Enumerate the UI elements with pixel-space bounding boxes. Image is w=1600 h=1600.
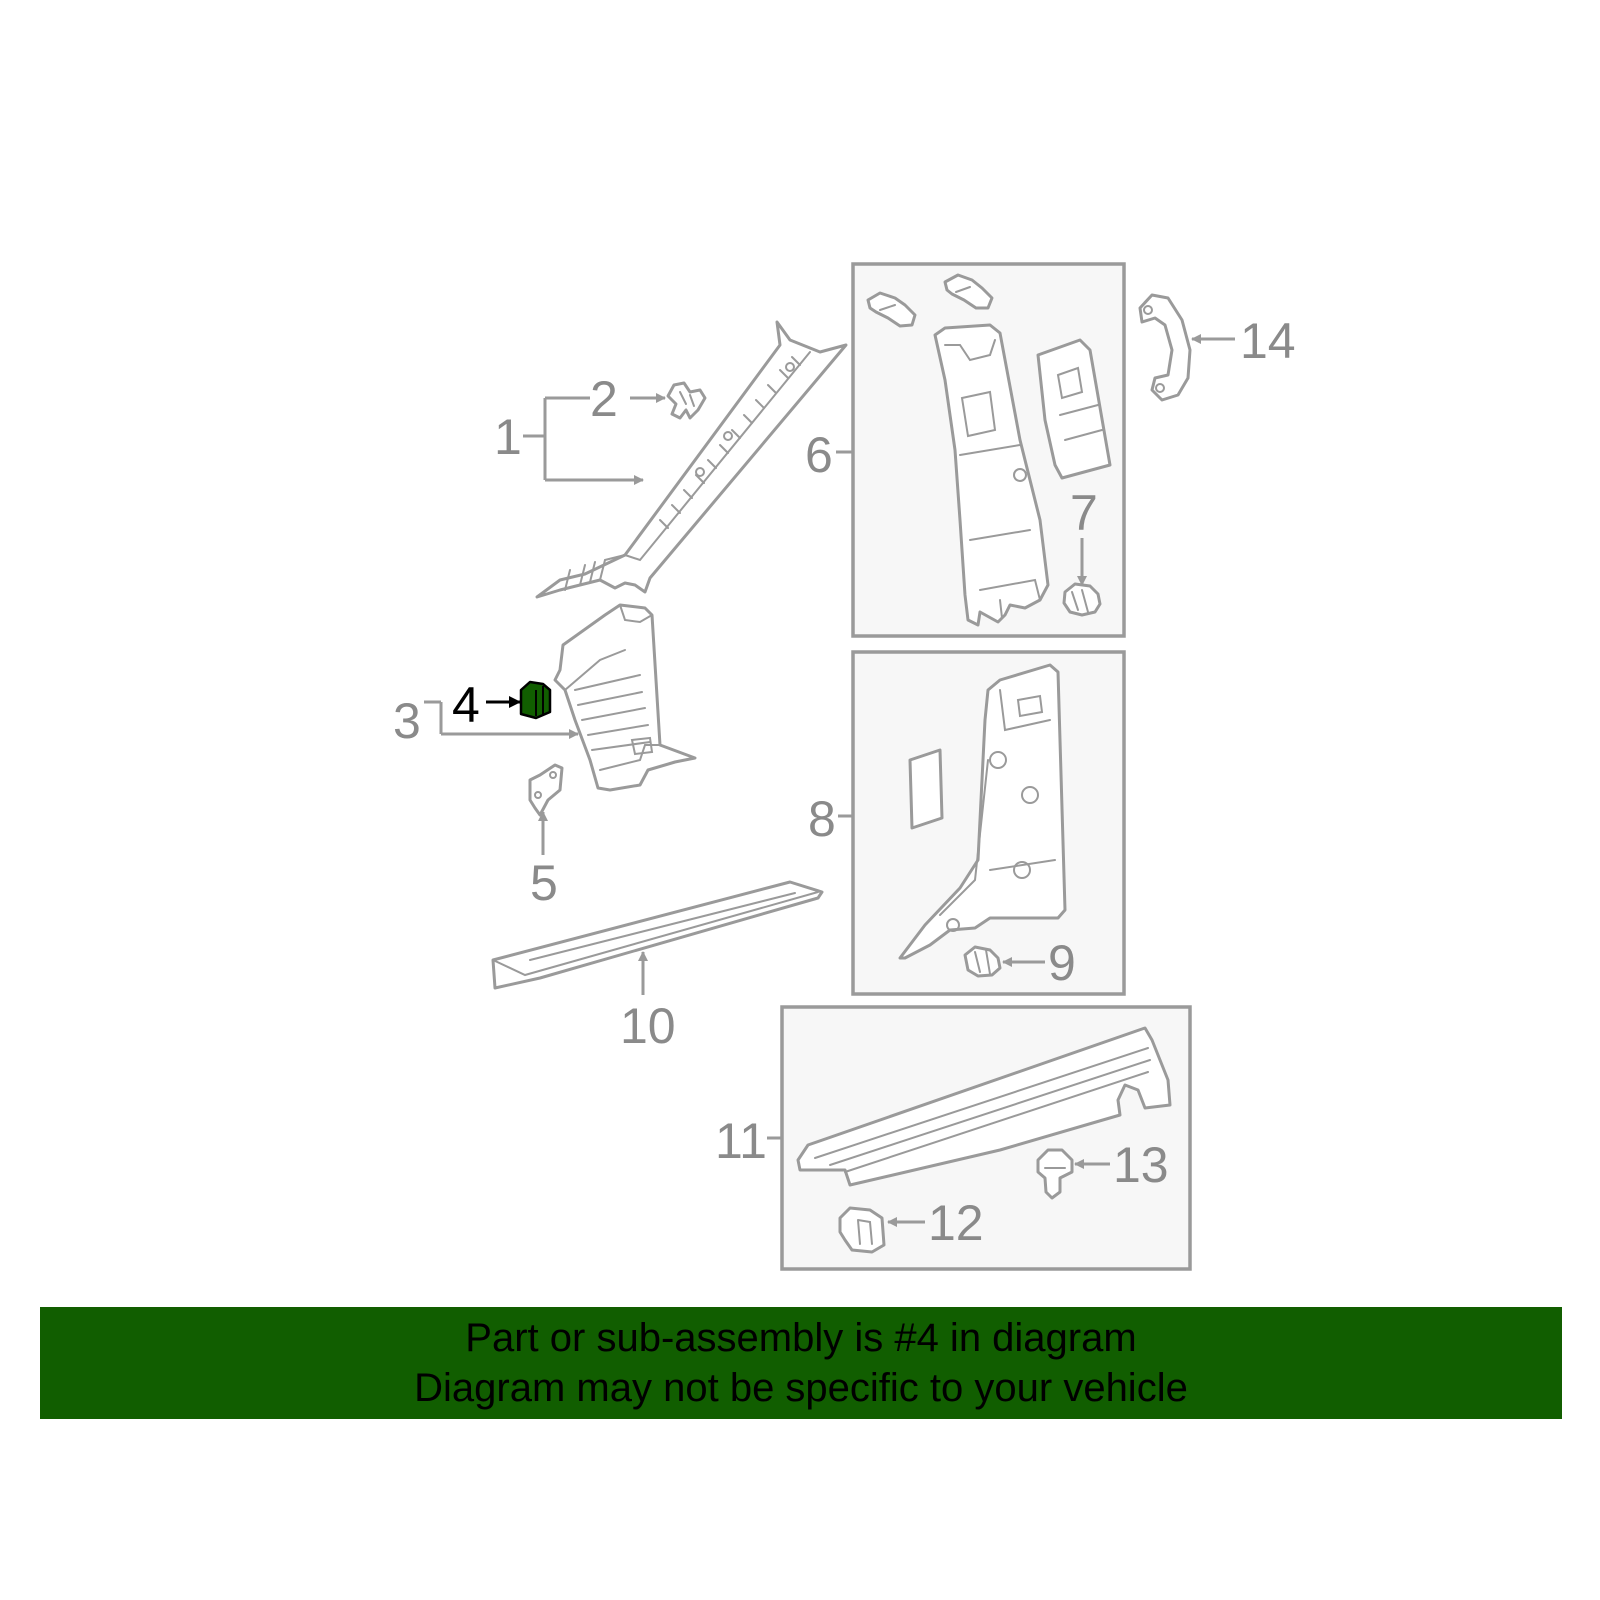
part-6-cover-panel: [1036, 338, 1112, 480]
part-6-pillar-garnish-upper: [933, 323, 1050, 627]
label-part-11: 11: [715, 1113, 767, 1169]
label-part-6: 6: [805, 427, 833, 483]
part-14-grab-handle: [1138, 293, 1192, 402]
part-7-clip: [1062, 582, 1102, 617]
part-8-pillar-garnish-lower: [898, 663, 1067, 960]
label-part-13: 13: [1113, 1137, 1169, 1193]
leader-lines: [424, 334, 1235, 1227]
label-part-10: 10: [620, 998, 676, 1054]
part-4-clip-highlighted: [519, 680, 552, 720]
label-part-3: 3: [393, 693, 421, 749]
info-banner: Part or sub-assembly is #4 in diagram Di…: [40, 1307, 1562, 1419]
part-11-scuff-plate: [796, 1026, 1172, 1187]
part-2-clip: [666, 381, 707, 420]
part-12-clip: [838, 1206, 886, 1254]
label-part-1: 1: [494, 409, 522, 465]
part-6-clip-a: [866, 291, 917, 328]
label-part-7: 7: [1070, 485, 1098, 541]
part-1-pillar-garnish: [535, 320, 848, 599]
label-part-5: 5: [530, 855, 558, 911]
part-8-pad: [908, 748, 944, 830]
part-6-clip-b: [943, 273, 994, 310]
pillar-rib-marks: [659, 356, 801, 529]
banner-line-part-number: Part or sub-assembly is #4 in diagram: [465, 1316, 1137, 1360]
label-part-4: 4: [452, 677, 480, 733]
label-part-9: 9: [1048, 935, 1076, 991]
label-part-2: 2: [590, 371, 618, 427]
label-part-8: 8: [808, 791, 836, 847]
part-10-scuff-plate: [491, 880, 824, 990]
label-part-14: 14: [1240, 313, 1296, 369]
part-13-clip: [1036, 1148, 1074, 1200]
part-9-clip: [963, 945, 1002, 978]
part-5-bracket: [528, 763, 564, 817]
label-part-12: 12: [928, 1195, 984, 1251]
part-3-lower-trim: [553, 603, 697, 792]
banner-line-disclaimer: Diagram may not be specific to your vehi…: [414, 1366, 1188, 1410]
